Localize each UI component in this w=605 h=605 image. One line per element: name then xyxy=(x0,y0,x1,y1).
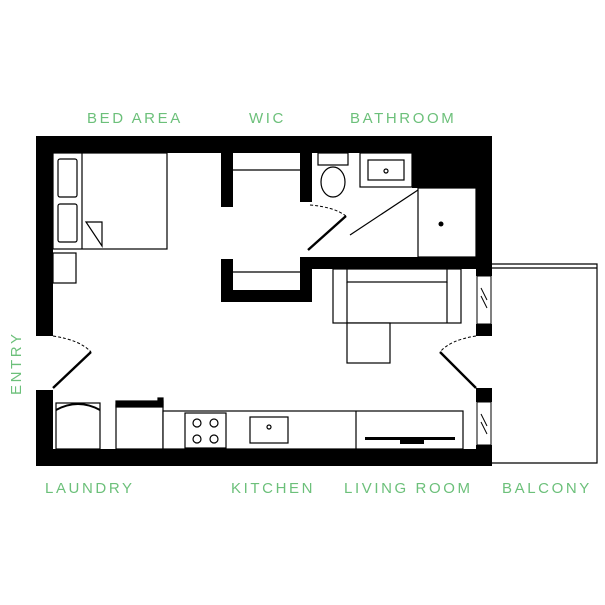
label-laundry: LAUNDRY xyxy=(45,480,135,497)
kitchen-sink xyxy=(249,416,289,444)
exterior-walls xyxy=(36,136,492,466)
label-entry: ENTRY xyxy=(8,331,25,395)
label-balcony: BALCONY xyxy=(502,480,592,497)
toilet xyxy=(317,152,349,198)
label-kitchen: KITCHEN xyxy=(231,480,315,497)
tv-media xyxy=(365,437,455,444)
fridge xyxy=(115,397,164,450)
nightstand xyxy=(52,252,77,284)
shower xyxy=(349,187,477,258)
bed xyxy=(52,152,168,250)
blanket-fold xyxy=(84,221,103,248)
pillow xyxy=(57,158,78,198)
laundry-machine xyxy=(55,402,101,450)
wic-shelves xyxy=(233,169,300,273)
entry-door xyxy=(52,335,92,389)
bathroom-door xyxy=(307,204,347,251)
shower-door xyxy=(349,189,419,236)
label-living-room: LIVING ROOM xyxy=(344,480,473,497)
pillow xyxy=(57,203,78,243)
label-wic: WIC xyxy=(249,110,286,127)
label-bed-area: BED AREA xyxy=(87,110,183,127)
ottoman xyxy=(346,322,391,364)
sofa xyxy=(332,268,462,324)
interior-walls xyxy=(221,153,476,302)
balcony-door xyxy=(439,335,477,389)
label-bathroom: BATHROOM xyxy=(350,110,456,127)
balcony-outline xyxy=(492,263,598,464)
balcony-glazing xyxy=(476,275,492,446)
cooktop xyxy=(184,412,227,449)
bathroom-vanity xyxy=(359,152,413,188)
